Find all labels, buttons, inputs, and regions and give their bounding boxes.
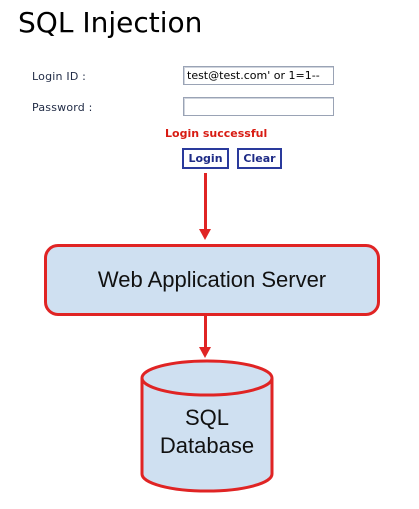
arrow-server-to-database [204,316,207,349]
database-top [140,359,274,397]
login-id-label: Login ID : [32,70,87,83]
login-id-field[interactable]: test@test.com' or 1=1-- [183,66,334,85]
sql-database-label-line2: Database [159,433,255,458]
password-label: Password : [32,101,93,114]
arrow-form-to-server-head [199,229,211,240]
web-application-server-box: Web Application Server [44,244,380,316]
login-button[interactable]: Login [182,148,229,169]
arrow-server-to-database-head [199,347,211,358]
sql-database-cylinder [140,359,274,493]
web-application-server-label: Web Application Server [97,267,327,292]
sql-database-label: SQL Database [140,404,274,460]
arrow-form-to-server [204,173,207,230]
clear-button[interactable]: Clear [237,148,282,169]
sql-database-label-line1: SQL [184,405,230,430]
password-field[interactable] [183,97,334,116]
login-status-message: Login successful [165,127,268,140]
page-title: SQL Injection [18,6,203,39]
database-body [140,378,274,493]
